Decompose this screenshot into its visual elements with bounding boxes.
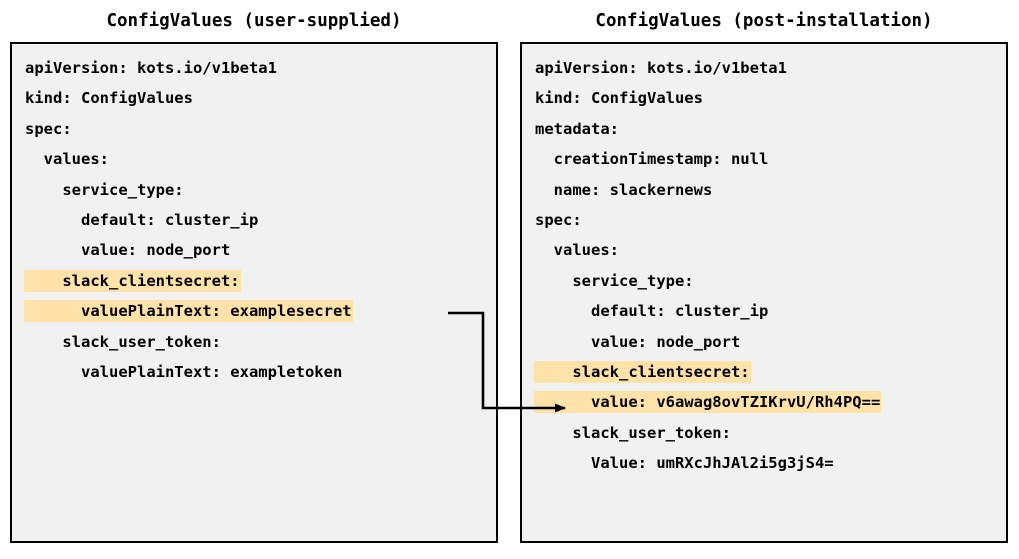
right-yaml-line: value: node_port <box>534 327 1006 357</box>
left-yaml-line-text: values: <box>25 150 109 169</box>
right-yaml-line: kind: ConfigValues <box>534 83 1006 113</box>
left-yaml-line-text: default: cluster_ip <box>25 210 259 229</box>
left-yaml-line: slack_clientsecret: <box>24 266 496 296</box>
left-yaml-line: slack_user_token: <box>24 327 496 357</box>
right-yaml-line-text: name: slackernews <box>535 180 713 199</box>
right-yaml-line: service_type: <box>534 266 1006 296</box>
right-yaml-line-text: value: v6awag8ovTZIKrvU/Rh4PQ== <box>534 391 882 414</box>
right-yaml-box: apiVersion: kots.io/v1beta1 kind: ConfigV… <box>520 42 1008 543</box>
right-yaml-line-text: Value: umRXcJhJAl2i5g3jS4= <box>535 454 834 473</box>
right-yaml-line: slack_user_token: <box>534 418 1006 448</box>
right-yaml-line-text: apiVersion: kots.io/v1beta1 <box>535 59 787 77</box>
right-yaml-line-text: default: cluster_ip <box>535 302 769 321</box>
left-yaml-line-text: value: node_port <box>25 241 231 260</box>
right-yaml-line: spec: <box>534 205 1006 235</box>
right-yaml-line-text: values: <box>535 241 619 260</box>
left-yaml-line-text: valuePlainText: exampletoken <box>25 362 343 381</box>
left-yaml-line-text: valuePlainText: examplesecret <box>24 300 353 323</box>
left-yaml-line-text: service_type: <box>25 180 184 199</box>
left-yaml-line: service_type: <box>24 175 496 205</box>
right-yaml-line: value: v6awag8ovTZIKrvU/Rh4PQ== <box>534 387 1006 417</box>
right-yaml-line-text: slack_clientsecret: <box>534 360 751 383</box>
left-yaml-line-text: kind: ConfigValues <box>25 89 193 108</box>
right-yaml-line: metadata: <box>534 114 1006 144</box>
right-yaml-line: slack_clientsecret: <box>534 357 1006 387</box>
right-yaml-line-text: creationTimestamp: null <box>535 150 769 169</box>
right-yaml-line-text: kind: ConfigValues <box>535 89 703 108</box>
right-panel-title: ConfigValues (post-installation) <box>595 11 933 31</box>
left-yaml-line: default: cluster_ip <box>24 205 496 235</box>
right-yaml-line: default: cluster_ip <box>534 296 1006 326</box>
left-yaml-line-text: spec: <box>25 119 72 138</box>
left-yaml-line: value: node_port <box>24 235 496 265</box>
left-yaml-line-text: slack_user_token: <box>25 332 221 351</box>
left-yaml-line: kind: ConfigValues <box>24 83 496 113</box>
left-yaml-line-text: slack_clientsecret: <box>24 269 241 292</box>
right-yaml-line-text: metadata: <box>535 119 619 138</box>
left-yaml-line: valuePlainText: examplesecret <box>24 296 496 326</box>
right-yaml-line: name: slackernews <box>534 175 1006 205</box>
right-yaml-line-text: slack_user_token: <box>535 423 731 442</box>
left-yaml-line: apiVersion: kots.io/v1beta1 <box>24 53 496 83</box>
right-yaml-line: values: <box>534 235 1006 265</box>
right-yaml-lines: apiVersion: kots.io/v1beta1 kind: ConfigV… <box>534 53 1006 478</box>
right-yaml-line: creationTimestamp: null <box>534 144 1006 174</box>
left-yaml-line: valuePlainText: exampletoken <box>24 357 496 387</box>
right-yaml-line: apiVersion: kots.io/v1beta1 <box>534 53 1006 83</box>
left-yaml-line-text: apiVersion: kots.io/v1beta1 <box>25 59 277 77</box>
right-yaml-line-text: service_type: <box>535 271 694 290</box>
left-yaml-line: values: <box>24 144 496 174</box>
left-yaml-line: spec: <box>24 114 496 144</box>
left-yaml-lines: apiVersion: kots.io/v1beta1 kind: ConfigV… <box>24 53 496 387</box>
left-yaml-box: apiVersion: kots.io/v1beta1 kind: ConfigV… <box>10 42 498 543</box>
right-yaml-line-text: spec: <box>535 210 582 229</box>
left-panel-title: ConfigValues (user-supplied) <box>106 11 402 31</box>
right-yaml-line: Value: umRXcJhJAl2i5g3jS4= <box>534 448 1006 478</box>
right-yaml-line-text: value: node_port <box>535 332 741 351</box>
